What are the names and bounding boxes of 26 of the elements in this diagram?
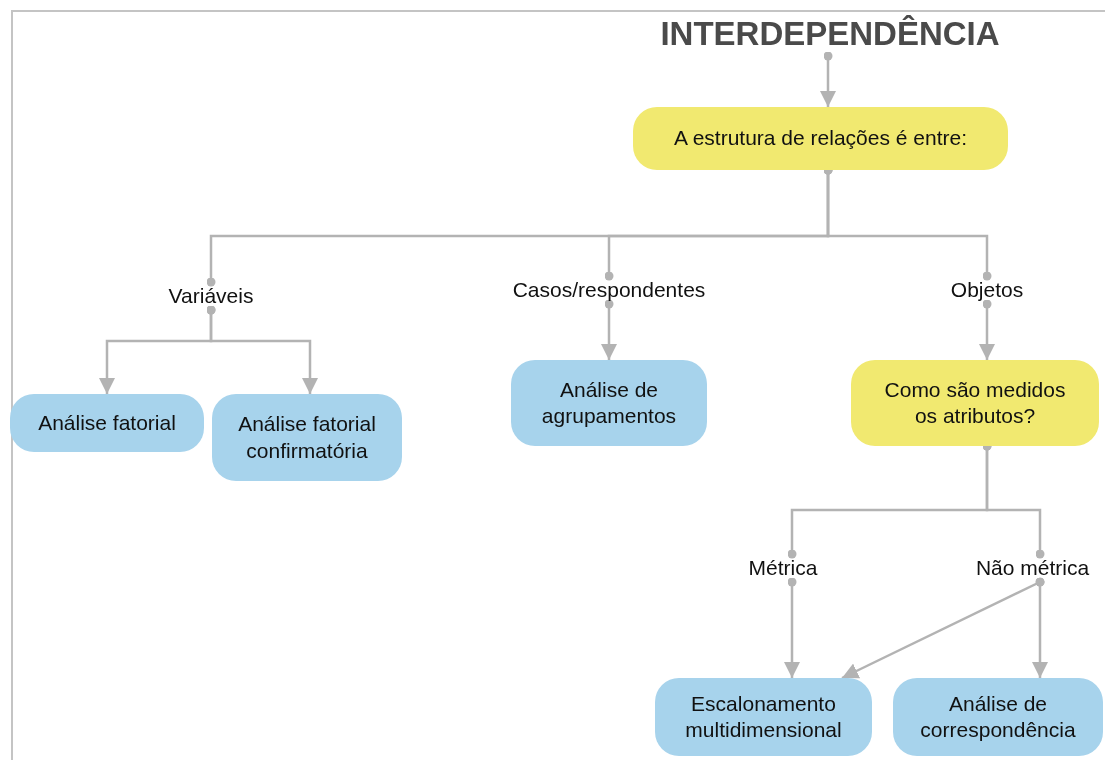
method-box bbox=[655, 678, 872, 756]
branch-label: Não métrica bbox=[962, 554, 1103, 582]
method-box bbox=[212, 394, 402, 481]
box-text: Como são medidos os atributos? bbox=[883, 376, 1067, 429]
branch-label: Casos/respondentes bbox=[475, 276, 743, 304]
branch-label: Objetos bbox=[926, 276, 1048, 304]
arrow bbox=[600, 299, 618, 360]
arrow bbox=[819, 51, 837, 107]
method-box bbox=[893, 678, 1103, 756]
box-text: Análise de agrupamentos bbox=[540, 376, 678, 429]
question-box bbox=[633, 107, 1008, 170]
arrow bbox=[783, 577, 801, 678]
method-box bbox=[10, 394, 204, 452]
box-text: Análise de correspondência bbox=[919, 690, 1077, 743]
arrow bbox=[206, 305, 319, 394]
arrow bbox=[1031, 577, 1049, 678]
branch-label: Métrica bbox=[728, 554, 838, 582]
box-text: A estrutura de relações é entre: bbox=[674, 125, 967, 152]
method-box bbox=[511, 360, 707, 446]
branch-label: Variáveis bbox=[150, 282, 272, 310]
heading-text: INTERDEPENDÊNCIA bbox=[640, 12, 1020, 56]
box-text: Análise fatorial bbox=[38, 409, 176, 436]
box-text: Escalonamento multidimensional bbox=[684, 690, 843, 743]
box-text: Análise fatorial confirmatória bbox=[238, 411, 376, 464]
question-box bbox=[851, 360, 1099, 446]
arrow bbox=[978, 299, 996, 360]
